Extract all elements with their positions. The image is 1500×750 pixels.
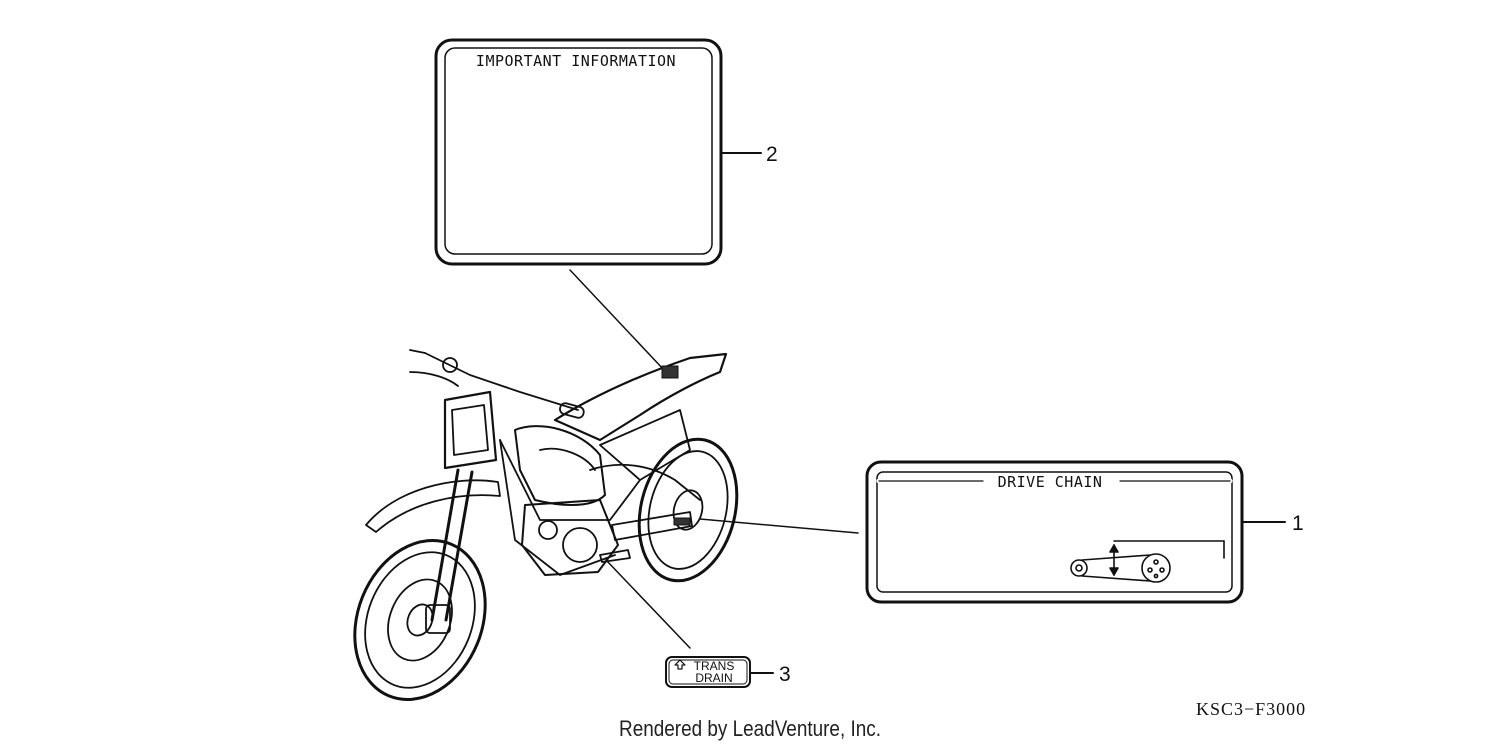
callout-1: 1 [1292,512,1304,535]
callout-2: 2 [766,143,778,166]
drive-chain-label[interactable] [865,460,1244,604]
drive-chain-title: DRIVE CHAIN [998,473,1103,491]
credit-text: Rendered by LeadVenture, Inc. [619,716,881,741]
pointer-line-3 [605,559,691,649]
callout-3: 3 [779,663,791,686]
up-arrow-icon [674,659,686,670]
drain-label-text: DRAIN [695,671,732,685]
pointer-line-1 [699,518,859,534]
pointer-line-2 [569,269,665,371]
part-code: KSC3−F3000 [1196,699,1307,719]
chain-adjust-icon [1070,540,1225,583]
important-information-title: IMPORTANT INFORMATION [476,52,676,70]
motorcycle-illustration [353,349,739,701]
trans-label-text: TRANS [694,659,735,673]
important-information-label[interactable] [434,38,723,266]
